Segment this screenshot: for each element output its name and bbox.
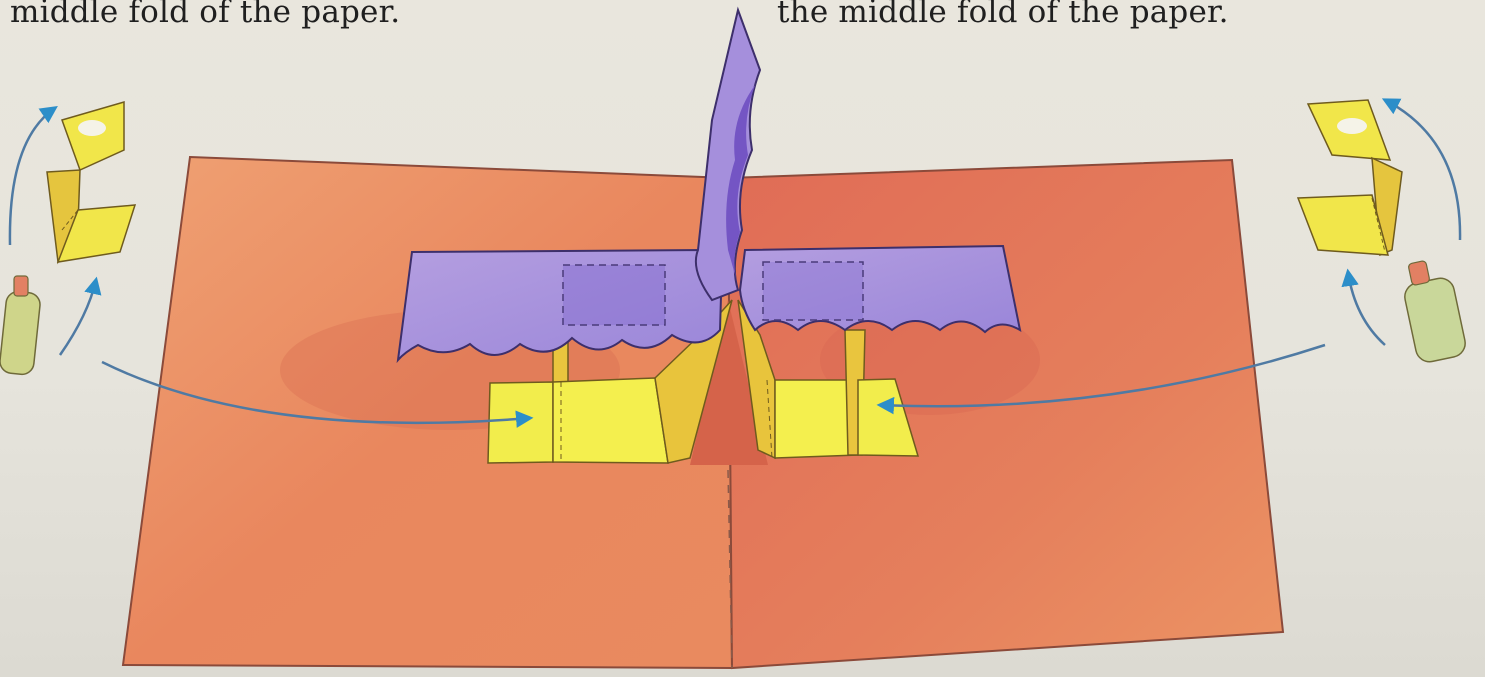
folded-tab-icon	[47, 102, 135, 262]
glue-bottle-icon	[1402, 260, 1468, 364]
curved-arrow-icon	[60, 280, 96, 355]
glue-bottle-icon	[0, 276, 41, 376]
curved-arrow-icon	[1348, 272, 1385, 345]
folded-tab-icon	[1298, 100, 1402, 255]
purple-cloud-right	[740, 246, 1020, 332]
